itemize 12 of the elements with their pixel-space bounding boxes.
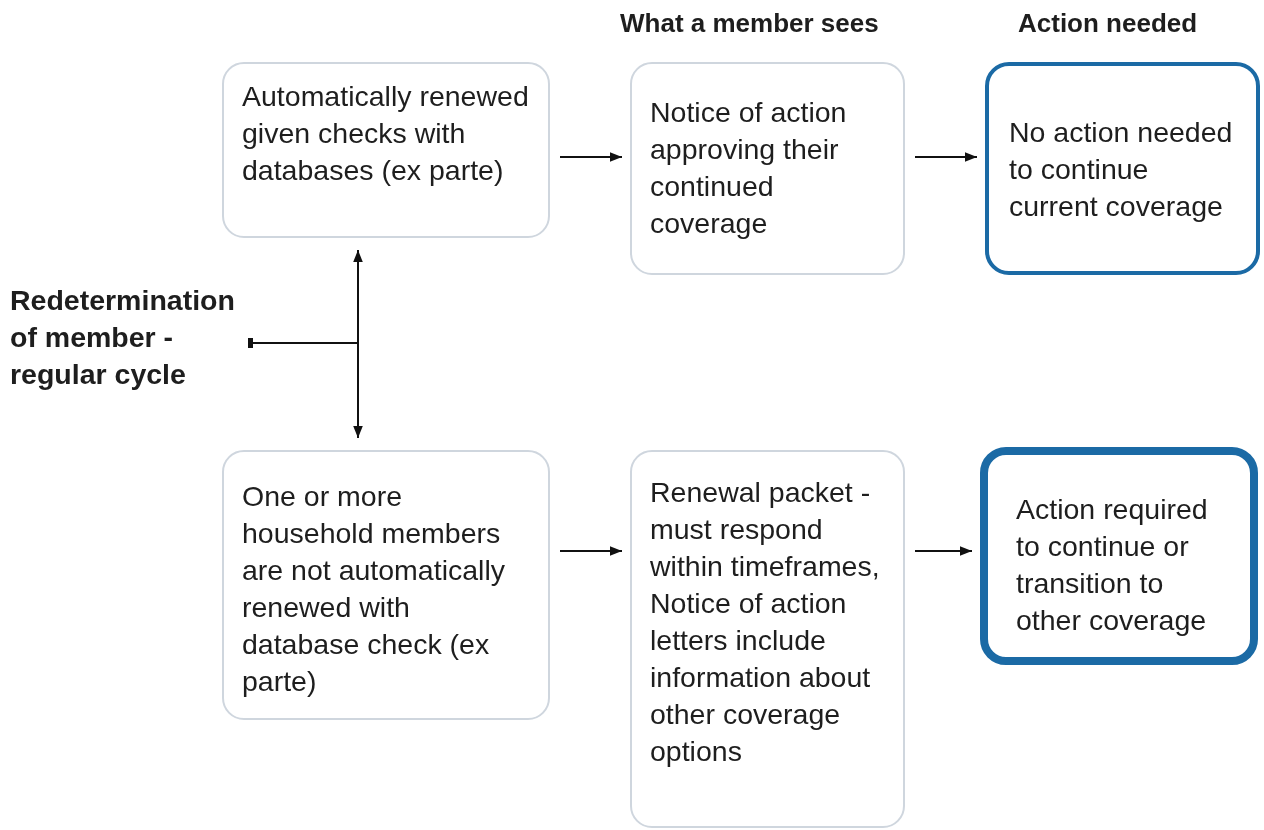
column-heading: Action needed bbox=[1018, 8, 1198, 39]
process-box: One or more household members are not automatically renewed with database check (ex parte) bbox=[222, 450, 550, 720]
arrow bbox=[914, 152, 978, 162]
arrow bbox=[559, 546, 623, 556]
process-box: Automatically renewed given checks with databases (ex parte) bbox=[222, 62, 550, 238]
process-box: Notice of action approving their continued coverage bbox=[630, 62, 905, 275]
column-heading: What a member sees bbox=[620, 8, 879, 39]
process-box: Renewal packet - must respond within timeframes, Notice of action letters include information about other coverage options bbox=[630, 450, 905, 828]
arrow bbox=[559, 152, 623, 162]
outcome-box: Action required to continue or transition to other coverage bbox=[980, 447, 1258, 665]
outcome-box: No action needed to continue current coverage bbox=[985, 62, 1260, 275]
arrow bbox=[914, 546, 973, 556]
